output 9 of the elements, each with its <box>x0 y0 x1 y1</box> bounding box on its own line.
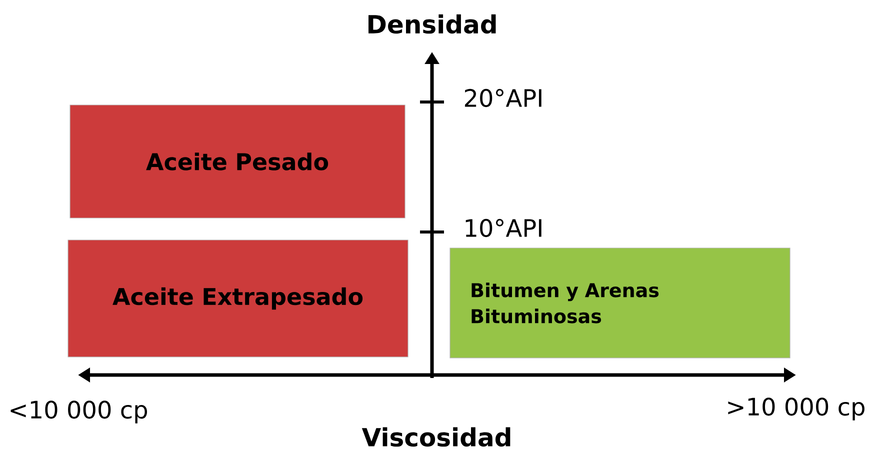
axis-title: Densidad <box>368 14 496 34</box>
axis-label: <10 000 cp <box>10 400 147 424</box>
axis-label: 20°API <box>464 88 542 108</box>
axis-title: Viscosidad <box>362 427 510 447</box>
category-box: Aceite Pesado <box>70 104 406 218</box>
category-box: Bitumen y Arenas Bituminosas <box>450 248 790 358</box>
category-box: Aceite Extrapesado <box>68 240 408 358</box>
axis-label: >10 000 cp <box>728 398 864 420</box>
axis-label: 10°API <box>466 218 542 238</box>
